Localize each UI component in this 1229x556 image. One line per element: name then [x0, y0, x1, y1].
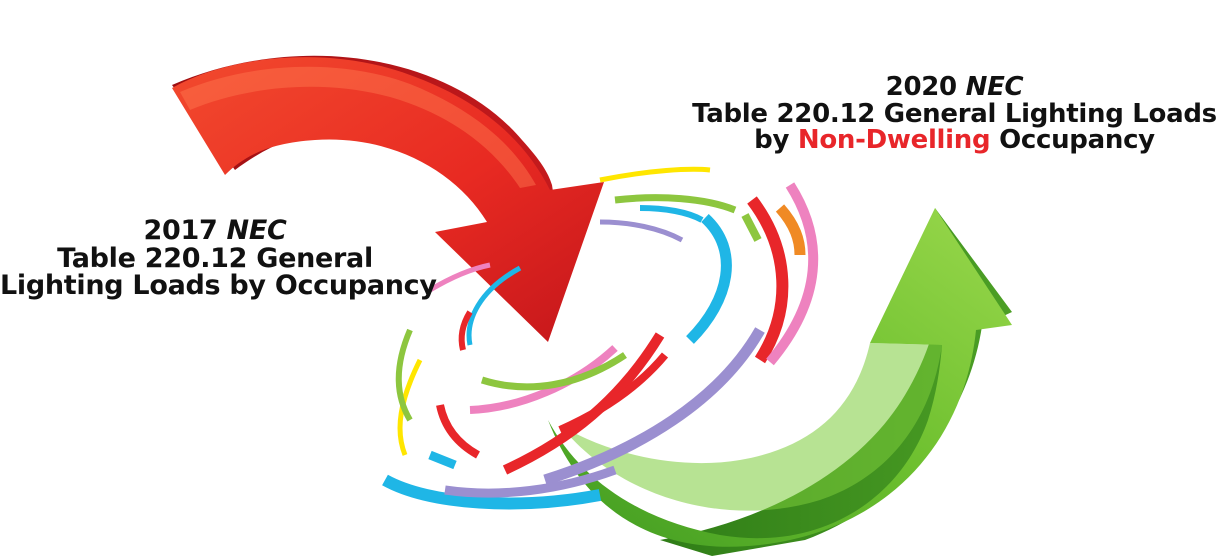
new-arrow-body [548, 208, 1012, 547]
ring-arc-pink-3 [428, 262, 491, 293]
old-code-year: 2017 [143, 215, 218, 246]
old-code-caption: 2017 NEC Table 220.12 General Lighting L… [0, 217, 437, 302]
new-arrow-inner [560, 343, 942, 511]
old-code-heading: 2017 NEC [0, 217, 430, 245]
ring-arc-blue-4 [428, 450, 457, 470]
new-code-year: 2020 [885, 72, 957, 102]
ring-arc-green-3 [480, 352, 627, 391]
ring-arc-red-3 [558, 352, 669, 434]
ring-arc-inner-red [458, 310, 473, 351]
old-code-table-title: Table 220.12 General [57, 242, 373, 274]
ring-arc-pink [766, 182, 819, 366]
new-code-subtitle-prefix: by [754, 125, 798, 156]
new-code-heading: 2020 NEC [680, 74, 1229, 101]
ring-arc-pink-2 [469, 345, 618, 414]
old-code-table-subtitle: Lighting Loads by Occupancy [0, 270, 437, 302]
new-code-name: NEC [965, 72, 1024, 102]
new-code-caption: 2020 NEC Table 220.12 General Lighting L… [680, 74, 1229, 154]
new-code-arrow [548, 208, 1012, 556]
old-code-name: NEC [226, 215, 287, 246]
ring-arc-purple-2 [444, 465, 617, 498]
new-code-table-title: Table 220.12 General Lighting Loads [692, 98, 1217, 129]
ring-arc-purple [543, 327, 765, 486]
ring-arc-blue-2 [382, 474, 602, 510]
ring-arc-red-4 [436, 404, 481, 459]
ring-arc-purple-3 [599, 219, 684, 243]
old-arrow-highlight [180, 66, 536, 188]
ring-arc-inner-blue [466, 265, 522, 346]
old-arrow-body [172, 57, 604, 342]
ring-arc-green [614, 194, 737, 214]
ring-arc-blue-3 [639, 205, 704, 223]
ring-arc-red [747, 196, 789, 364]
ring-arc-yellow-2 [397, 358, 423, 456]
ring-arc-orange [775, 204, 806, 256]
swirl-rings [382, 166, 819, 510]
non-dwelling-highlight: Non-Dwelling [797, 125, 991, 156]
ring-arc-green-2 [395, 328, 413, 422]
ring-arc-green-4 [741, 213, 762, 242]
new-code-subtitle-suffix: Occupancy [990, 125, 1155, 156]
new-code-table-subtitle: by Non-Dwelling Occupancy [680, 127, 1229, 154]
old-code-arrow [172, 55, 604, 342]
ring-arc-yellow [599, 166, 711, 183]
ring-arc-blue [686, 213, 732, 344]
